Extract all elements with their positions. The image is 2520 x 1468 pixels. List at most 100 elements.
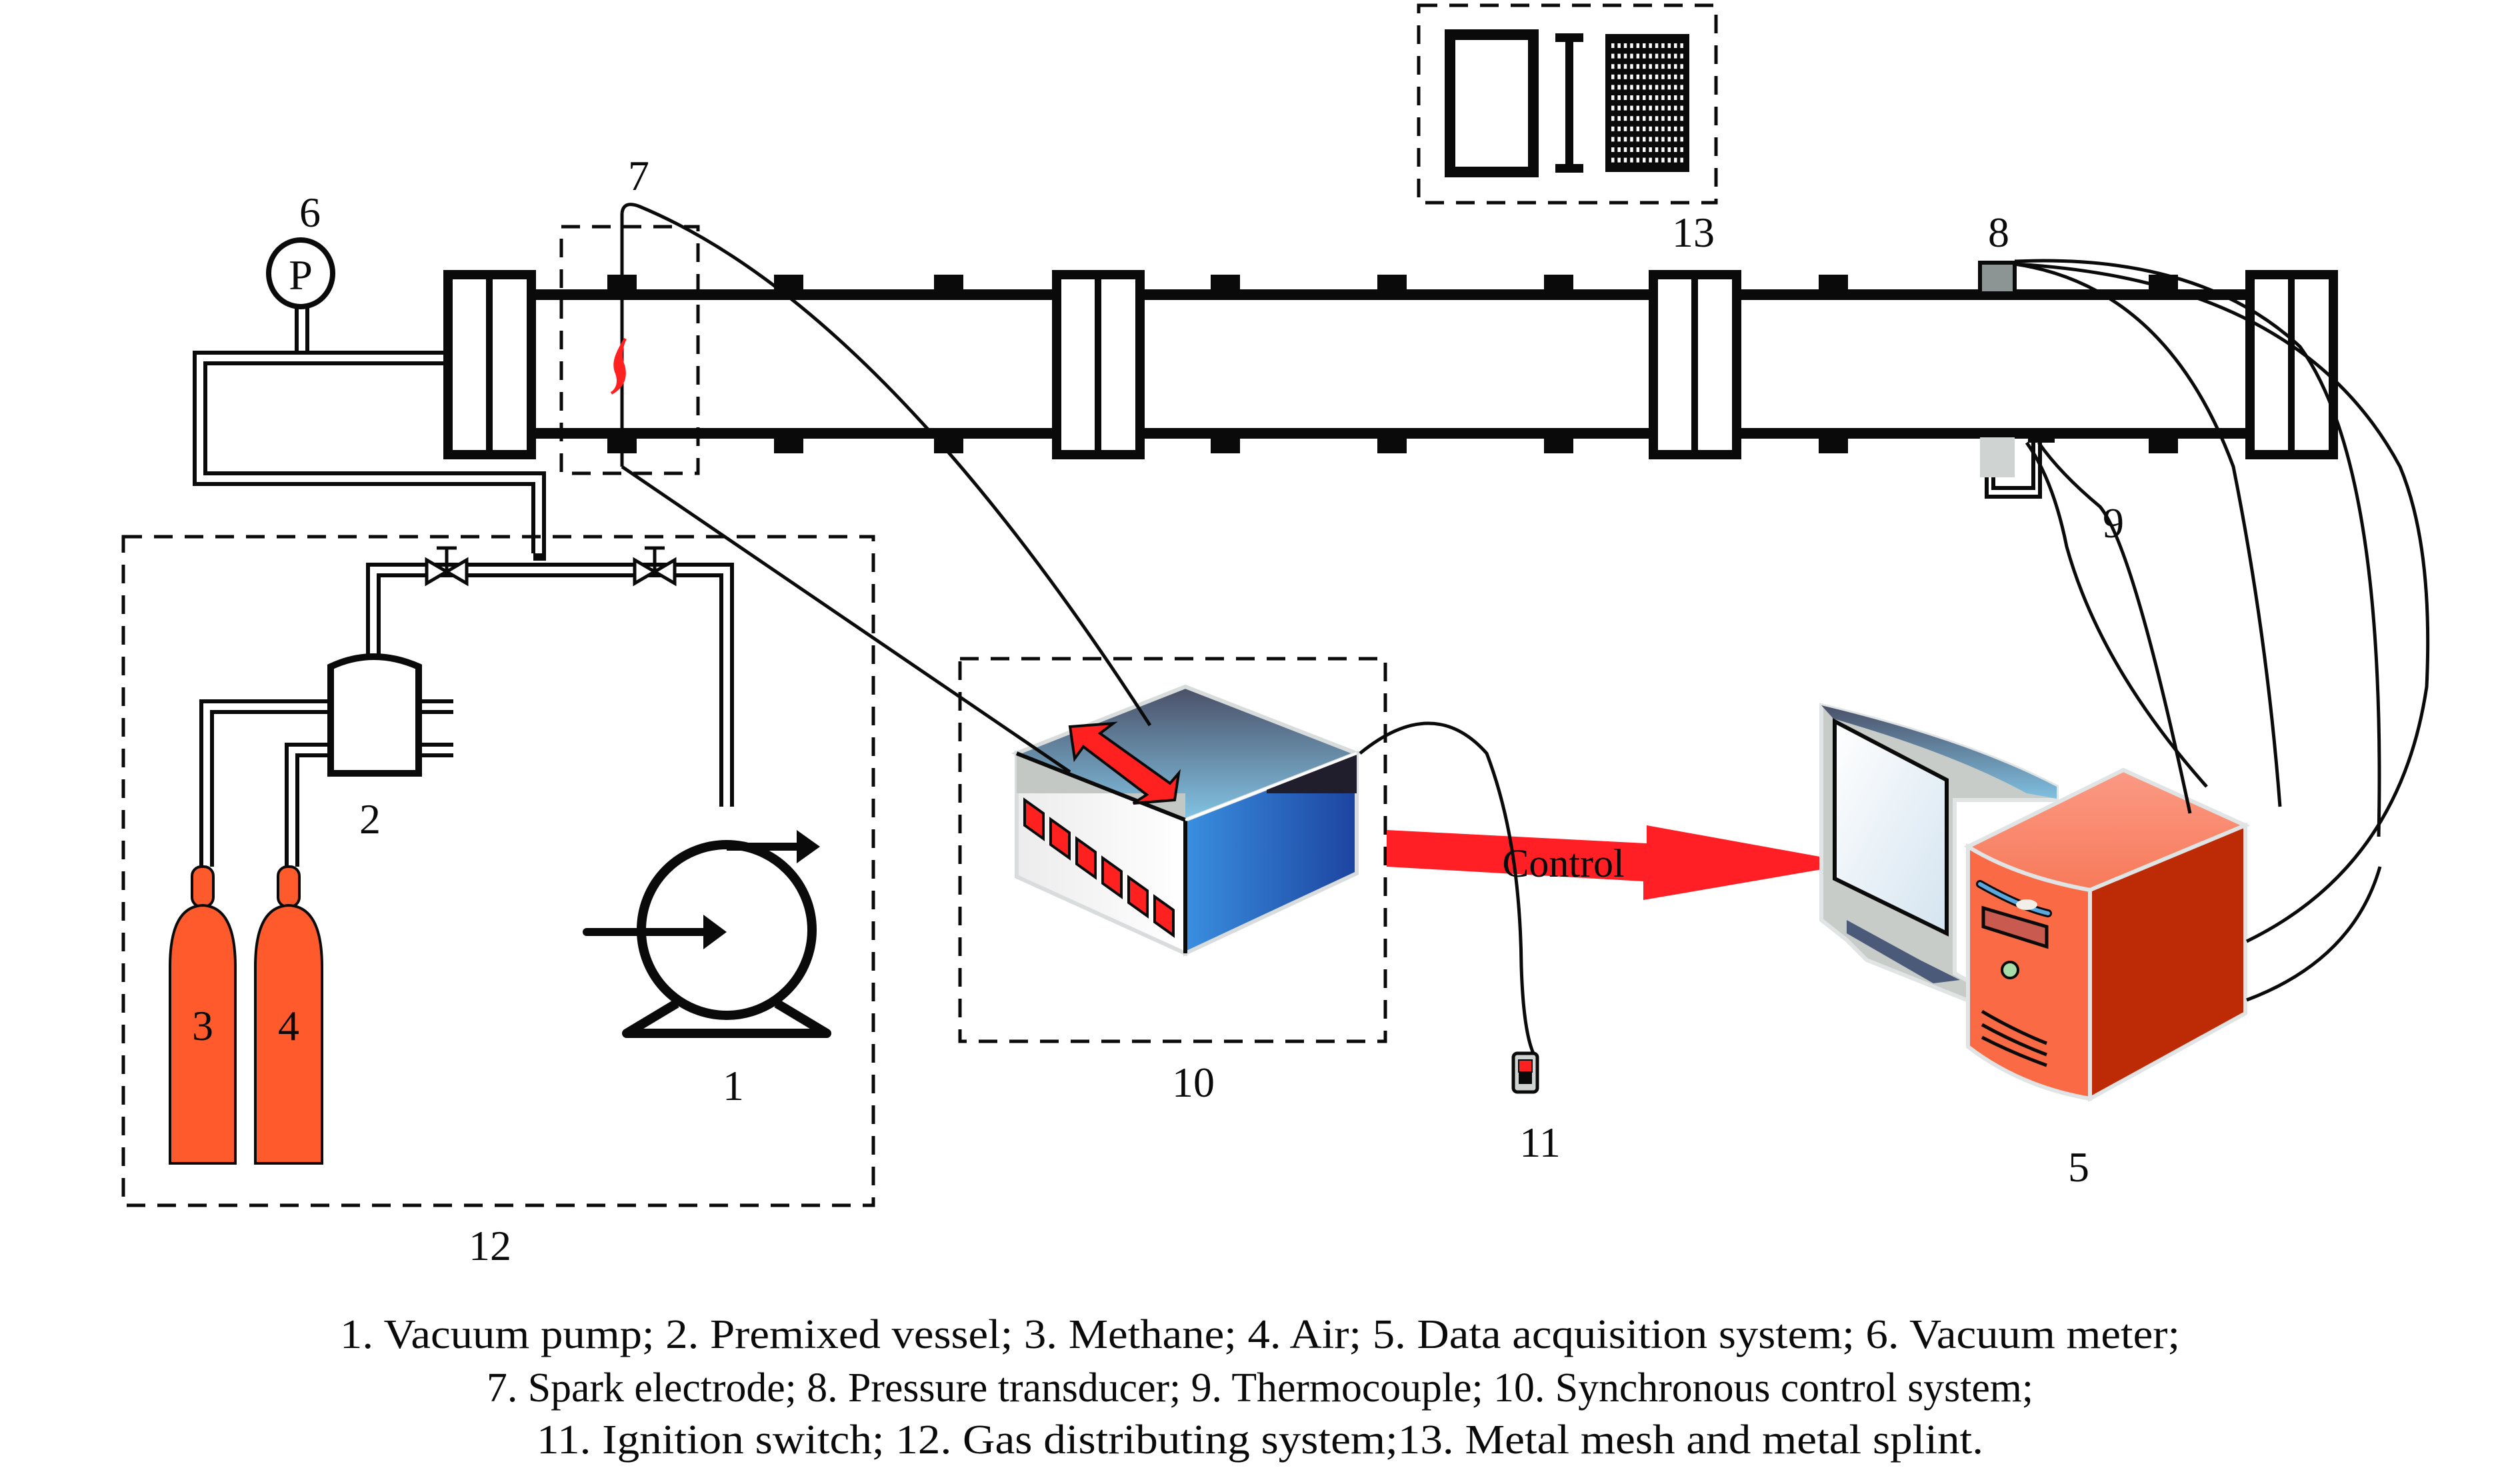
mesh-hole [1680, 85, 1683, 90]
label-12: 12 [469, 1222, 511, 1269]
mesh-hole [1661, 105, 1665, 111]
mesh-hole [1630, 126, 1633, 131]
mesh-hole [1630, 157, 1633, 163]
mesh-hole [1636, 43, 1640, 48]
mesh-hole [1617, 74, 1621, 79]
mesh-hole [1643, 53, 1646, 59]
label-4: 4 [278, 1002, 299, 1049]
mesh-hole [1630, 116, 1633, 121]
mesh-hole [1617, 116, 1621, 121]
mesh-hole [1611, 116, 1615, 121]
mesh-hole [1667, 85, 1671, 90]
mesh-hole [1649, 105, 1652, 111]
indicator-led [1153, 894, 1175, 938]
mesh-hole [1636, 126, 1640, 131]
tube-port-top [1544, 275, 1573, 296]
mesh-hole [1630, 95, 1633, 100]
mesh-hole [1674, 64, 1677, 69]
indicator-led [1023, 797, 1045, 841]
mesh-hole [1643, 64, 1646, 69]
mesh-hole [1680, 105, 1683, 111]
mesh-hole [1661, 137, 1665, 142]
mesh-hole [1611, 126, 1615, 131]
mesh-hole [1661, 74, 1665, 79]
mesh-hole [1636, 137, 1640, 142]
bidirectional-arrow-icon [1068, 721, 1181, 805]
mesh-hole [1611, 85, 1615, 90]
mesh-hole [1674, 95, 1677, 100]
mesh-hole [1623, 147, 1627, 152]
mesh-hole [1636, 116, 1640, 121]
mesh-hole [1617, 126, 1621, 131]
mesh-hole [1674, 85, 1677, 90]
mesh-hole [1611, 147, 1615, 152]
mesh-hole [1655, 157, 1659, 163]
mesh-hole [1680, 147, 1683, 152]
mesh-hole [1674, 126, 1677, 131]
ignition-zone-dashed-box [559, 225, 700, 475]
mesh-hole [1667, 147, 1671, 152]
mesh-hole [1649, 64, 1652, 69]
label-6: 6 [299, 189, 321, 236]
mesh-hole [1667, 105, 1671, 111]
mesh-hole [1643, 95, 1646, 100]
mesh-hole [1655, 74, 1659, 79]
mesh-hole [1617, 147, 1621, 152]
mesh-hole [1661, 43, 1665, 48]
mesh-hole [1655, 147, 1659, 152]
ignition-switch-icon[interactable] [1511, 1051, 1539, 1094]
mesh-hole [1667, 157, 1671, 163]
mesh-hole [1655, 137, 1659, 142]
mesh-hole [1643, 137, 1646, 142]
mesh-hole [1630, 105, 1633, 111]
label-1: 1 [723, 1062, 744, 1109]
mesh-hole [1661, 95, 1665, 100]
mesh-hole [1623, 116, 1627, 121]
mesh-hole [1667, 116, 1671, 121]
mesh-hole [1649, 85, 1652, 90]
label-7: 7 [628, 152, 649, 199]
mesh-hole [1655, 64, 1659, 69]
tube-port-top [934, 275, 963, 296]
mesh-hole [1623, 95, 1627, 100]
mesh-hole [1630, 64, 1633, 69]
mesh-hole [1674, 116, 1677, 121]
mesh-hole [1667, 74, 1671, 79]
mesh-hole [1667, 64, 1671, 69]
mesh-hole [1623, 53, 1627, 59]
mesh-hole [1649, 147, 1652, 152]
mesh-hole [1623, 85, 1627, 90]
indicator-led [1101, 855, 1123, 899]
mesh-hole [1643, 157, 1646, 163]
mesh-hole [1649, 74, 1652, 79]
mesh-hole [1674, 147, 1677, 152]
mesh-hole [1649, 43, 1652, 48]
caption-line-2: 7. Spark electrode; 8. Pressure transduc… [487, 1365, 2033, 1411]
mesh-hole [1636, 95, 1640, 100]
air-cylinder-icon [254, 865, 323, 1165]
mesh-hole [1655, 105, 1659, 111]
mesh-hole [1674, 53, 1677, 59]
mesh-hole [1611, 64, 1615, 69]
mesh-hole [1623, 157, 1627, 163]
mesh-hole [1623, 126, 1627, 131]
mesh-hole [1680, 43, 1683, 48]
mesh-hole [1674, 157, 1677, 163]
tube-port-top [1377, 275, 1407, 296]
metal-mesh-icon [1605, 34, 1689, 172]
sync-control-box-icon [1011, 684, 1363, 957]
mesh-hole [1667, 95, 1671, 100]
methane-cylinder-icon [169, 865, 237, 1165]
mesh-hole [1636, 85, 1640, 90]
tube-port-bottom [1819, 432, 1848, 453]
mesh-hole [1649, 116, 1652, 121]
mesh-hole [1617, 64, 1621, 69]
mesh-hole [1674, 105, 1677, 111]
mesh-hole [1636, 147, 1640, 152]
mesh-hole [1623, 105, 1627, 111]
explosion-tube [443, 270, 2338, 459]
premixed-vessel-icon [327, 653, 422, 777]
mesh-hole [1655, 85, 1659, 90]
mesh-hole [1630, 74, 1633, 79]
mesh-hole [1680, 95, 1683, 100]
